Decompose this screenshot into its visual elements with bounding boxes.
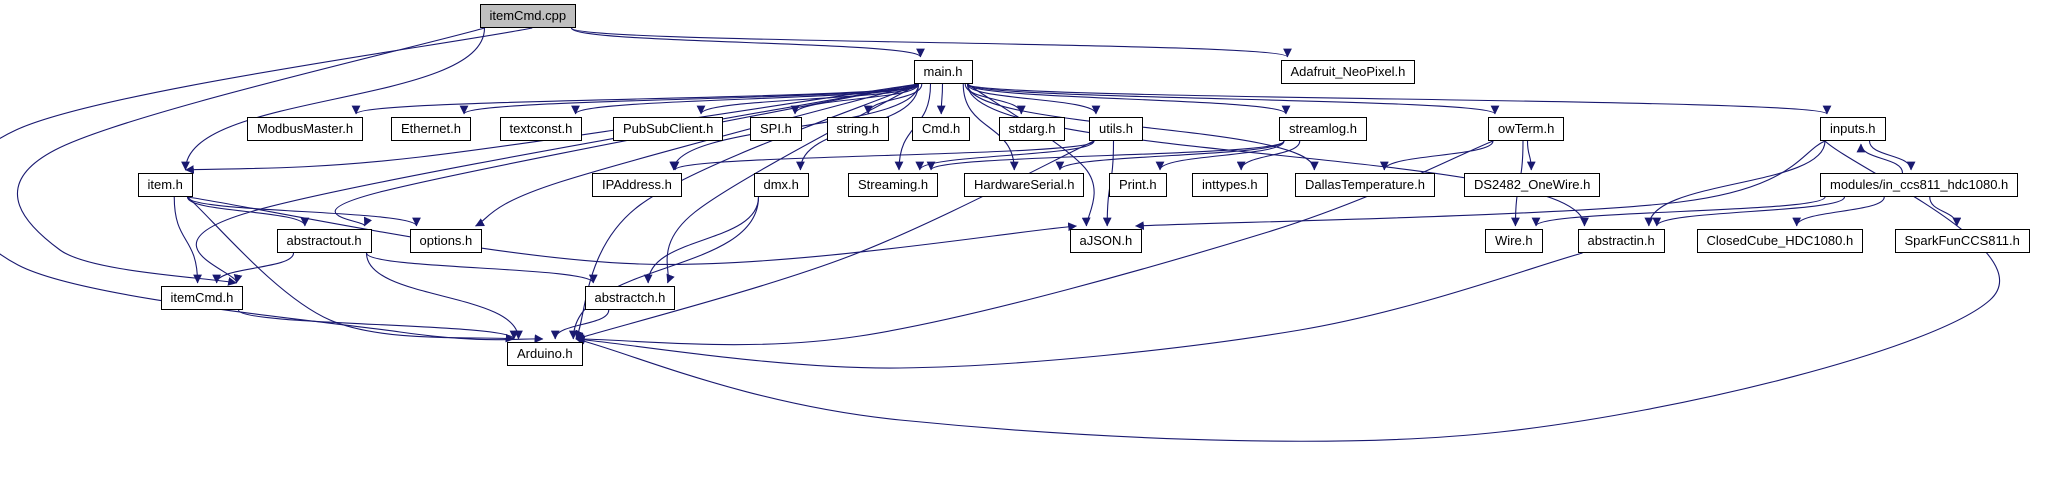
include-edge-owterm_h-to-ds2482_onewire_h <box>1526 140 1536 171</box>
include-edge-dmx_h-to-arduino_h <box>568 196 760 340</box>
include-edge-main_h-to-spi_h <box>790 83 920 115</box>
graph-node-dmx_h[interactable]: dmx.h <box>753 173 809 197</box>
include-edge-main_h-to-inputs_h <box>966 83 1831 115</box>
include-edge-item_h-to-arduino_h <box>187 196 515 343</box>
graph-node-modules_in_ccs811_hdc1080_h[interactable]: modules/in_ccs811_hdc1080.h <box>1820 173 2019 197</box>
include-edge-abstractch_h-to-arduino_h <box>550 309 610 340</box>
include-edge-main_h-to-item_h <box>185 83 919 174</box>
graph-node-spi_h[interactable]: SPI.h <box>750 117 802 141</box>
include-edge-streamlog_h-to-streaming_h <box>926 140 1285 171</box>
include-edge-streamlog_h-to-hardwareserial_h <box>1055 140 1285 171</box>
graph-node-hardwareserial_h[interactable]: HardwareSerial.h <box>964 173 1085 197</box>
include-edge-modules_in_ccs811_hdc1080_h-to-sparkfunccs811_h <box>1929 196 1962 227</box>
include-edge-item_h-to-itemcmd_h <box>173 196 202 284</box>
include-edge-main_h-to-streamlog_h <box>966 83 1291 115</box>
graph-node-owterm_h[interactable]: owTerm.h <box>1488 117 1565 141</box>
include-edge-streamlog_h-to-inttypes_h <box>1236 140 1301 171</box>
graph-node-ds2482_onewire_h[interactable]: DS2482_OneWire.h <box>1464 173 1601 197</box>
graph-node-main_h[interactable]: main.h <box>913 60 973 84</box>
include-edge-main_h-to-abstractch_h <box>666 83 919 284</box>
include-edge-abstractout_h-to-itemcmd_h <box>212 252 295 284</box>
include-edge-main_h-to-textconst_h <box>571 83 920 115</box>
graph-node-print_h[interactable]: Print.h <box>1109 173 1167 197</box>
graph-node-options_h[interactable]: options.h <box>409 229 483 253</box>
include-edge-inputs_h-to-ajson_h <box>1135 140 1826 231</box>
include-edge-itemCmd_cpp-to-main_h <box>570 27 925 58</box>
include-edge-main_h-to-string_h <box>863 83 923 115</box>
include-edge-main_h-to-options_h <box>475 83 919 227</box>
include-edge-main_h-to-owterm_h <box>966 83 1500 115</box>
include-edge-itemCmd_cpp-to-arduino_h <box>0 27 544 343</box>
graph-node-cmd_h[interactable]: Cmd.h <box>912 117 971 141</box>
graph-node-adafruit_neopixel_h[interactable]: Adafruit_NeoPixel.h <box>1280 60 1416 84</box>
include-edge-owterm_h-to-dallastemperature_h <box>1379 140 1494 171</box>
include-edge-modules_in_ccs811_hdc1080_h-to-closedcube_hdc1080_h <box>1792 196 1885 227</box>
graph-node-inttypes_h[interactable]: inttypes.h <box>1192 173 1268 197</box>
include-edge-inputs_h-to-abstractin_h <box>1644 140 1826 227</box>
include-edge-main_h-to-ethernet_h <box>459 83 920 115</box>
graph-node-sparkfunccs811_h[interactable]: SparkFunCCS811.h <box>1894 229 2030 253</box>
graph-node-abstractch_h[interactable]: abstractch.h <box>584 286 676 310</box>
include-edge-itemCmd_cpp-to-adafruit_neopixel_h <box>570 27 1292 58</box>
graph-node-closedcube_hdc1080_h[interactable]: ClosedCube_HDC1080.h <box>1696 229 1864 253</box>
include-edge-item_h-to-ajson_h <box>187 196 1077 265</box>
include-edge-modules_in_ccs811_hdc1080_h-to-wire_h <box>1531 196 1826 227</box>
include-edge-main_h-to-utils_h <box>966 83 1101 115</box>
include-edge-main_h-to-abstractin_h <box>966 83 1589 227</box>
graph-node-ipaddress_h[interactable]: IPAddress.h <box>592 173 682 197</box>
graph-node-string_h[interactable]: string.h <box>826 117 890 141</box>
include-edge-main_h-to-hardwareserial_h <box>962 83 1019 171</box>
graph-node-streamlog_h[interactable]: streamlog.h <box>1279 117 1367 141</box>
graph-node-ajson_h[interactable]: aJSON.h <box>1069 229 1143 253</box>
graph-node-abstractout_h[interactable]: abstractout.h <box>276 229 372 253</box>
include-edge-item_h-to-abstractout_h <box>186 196 310 227</box>
graph-node-stdarg_h[interactable]: stdarg.h <box>998 117 1066 141</box>
include-edge-inputs_h-to-arduino_h <box>575 140 2001 442</box>
include-edge-item_h-to-options_h <box>186 196 421 227</box>
graph-node-utils_h[interactable]: utils.h <box>1089 117 1143 141</box>
include-edge-itemcmd_h-to-arduino_h <box>237 309 519 340</box>
graph-node-itemCmd_cpp[interactable]: itemCmd.cpp <box>479 4 577 28</box>
include-edge-main_h-to-cmd_h <box>936 83 946 115</box>
graph-node-item_h[interactable]: item.h <box>137 173 193 197</box>
include-edge-abstractin_h-to-arduino_h <box>575 252 1583 369</box>
include-edge-owterm_h-to-arduino_h <box>575 140 1494 346</box>
graph-node-arduino_h[interactable]: Arduino.h <box>507 342 583 366</box>
include-edge-modules_in_ccs811_hdc1080_h-to-abstractin_h <box>1652 196 1846 227</box>
graph-node-streaming_h[interactable]: Streaming.h <box>848 173 939 197</box>
graph-node-dallastemperature_h[interactable]: DallasTemperature.h <box>1295 173 1435 197</box>
include-edge-streamlog_h-to-print_h <box>1155 140 1285 171</box>
include-edge-abstractout_h-to-arduino_h <box>365 252 523 340</box>
graph-node-abstractin_h[interactable]: abstractin.h <box>1577 229 1665 253</box>
include-edge-main_h-to-stdarg_h <box>964 83 1026 115</box>
include-edge-main_h-to-itemcmd_h <box>195 83 919 284</box>
include-edge-main_h-to-ajson_h <box>967 83 1095 227</box>
include-edge-itemCmd_cpp-to-item_h <box>181 27 486 171</box>
graph-node-inputs_h[interactable]: inputs.h <box>1820 117 1886 141</box>
include-edge-inputs_h-to-modules_in_ccs811_hdc1080_h <box>1868 140 1916 171</box>
include-edge-abstractout_h-to-abstractch_h <box>365 252 598 284</box>
graph-node-pubsubclient_h[interactable]: PubSubClient.h <box>613 117 724 141</box>
include-edge-main_h-to-abstractout_h <box>334 83 919 227</box>
include-edge-itemCmd_cpp-to-itemcmd_h <box>17 27 485 286</box>
include-edge-utils_h-to-ipaddress_h <box>670 140 1095 171</box>
graph-node-modbusmaster_h[interactable]: ModbusMaster.h <box>247 117 364 141</box>
graph-node-textconst_h[interactable]: textconst.h <box>499 117 583 141</box>
graph-node-itemcmd_h[interactable]: itemCmd.h <box>160 286 244 310</box>
graph-node-ethernet_h[interactable]: Ethernet.h <box>391 117 471 141</box>
graph-node-wire_h[interactable]: Wire.h <box>1485 229 1543 253</box>
include-edge-modules_in_ccs811_hdc1080_h-to-inputs_h <box>1856 143 1904 174</box>
include-edge-dmx_h-to-abstractch_h <box>643 196 760 284</box>
include-edge-utils_h-to-arduino_h <box>575 140 1095 341</box>
